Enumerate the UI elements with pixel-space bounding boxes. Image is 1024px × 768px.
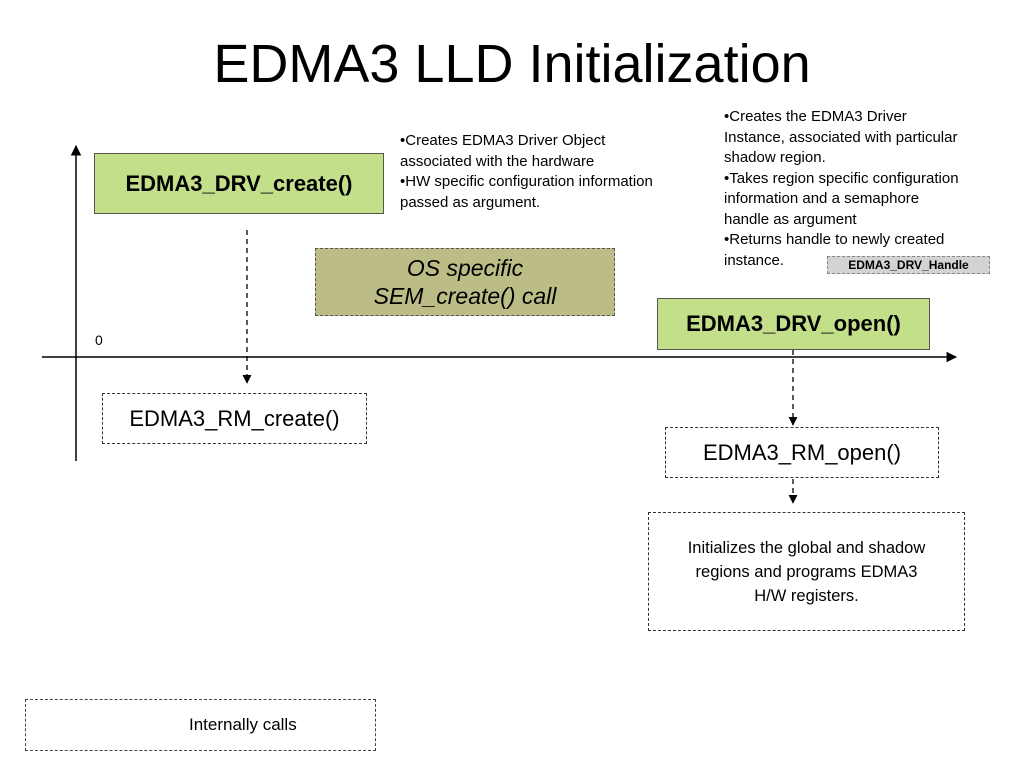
init-regions-box: Initializes the global and shadow region… (648, 512, 965, 631)
create-note-line: passed as argument. (400, 193, 541, 211)
open-note: •Creates the EDMA3 Driver Instance, asso… (724, 107, 959, 271)
axis-origin-label: 0 (95, 332, 103, 348)
open-note-line: information and a semaphore (724, 190, 920, 207)
legend-label: Internally calls (189, 715, 297, 734)
open-note-line: instance. (724, 251, 785, 269)
os-sem-line1: OS specific (406, 255, 524, 281)
drv-create-box: EDMA3_DRV_create() (94, 153, 384, 214)
create-note-line: •HW specific configuration information (400, 173, 653, 190)
open-note-line: •Creates the EDMA3 Driver (724, 108, 907, 125)
legend-box (25, 699, 376, 751)
drv-open-box: EDMA3_DRV_open() (657, 298, 930, 350)
os-sem-create-box: OS specific SEM_create() call (315, 248, 615, 316)
open-note-line: •Returns handle to newly created (724, 231, 945, 248)
init-regions-line3: H/W registers. (754, 586, 859, 605)
init-regions-line2: regions and programs EDMA3 (695, 562, 918, 581)
rm-open-box: EDMA3_RM_open() (665, 427, 939, 478)
create-note: •Creates EDMA3 Driver Object associated … (400, 131, 653, 213)
os-sem-line2: SEM_create() call (373, 283, 557, 309)
create-note-line: •Creates EDMA3 Driver Object (400, 132, 606, 149)
create-note-line: associated with the hardware (400, 152, 595, 170)
rm-create-box: EDMA3_RM_create() (102, 393, 367, 444)
init-regions-line1: Initializes the global and shadow (687, 538, 926, 557)
open-note-line: shadow region. (724, 149, 826, 166)
open-note-line: Instance, associated with particular (724, 128, 958, 146)
page-title: EDMA3 LLD Initialization (213, 34, 811, 94)
open-note-line: handle as argument (724, 210, 857, 228)
open-note-line: •Takes region specific configuration (724, 169, 959, 187)
drv-handle-badge: EDMA3_DRV_Handle (827, 256, 990, 274)
